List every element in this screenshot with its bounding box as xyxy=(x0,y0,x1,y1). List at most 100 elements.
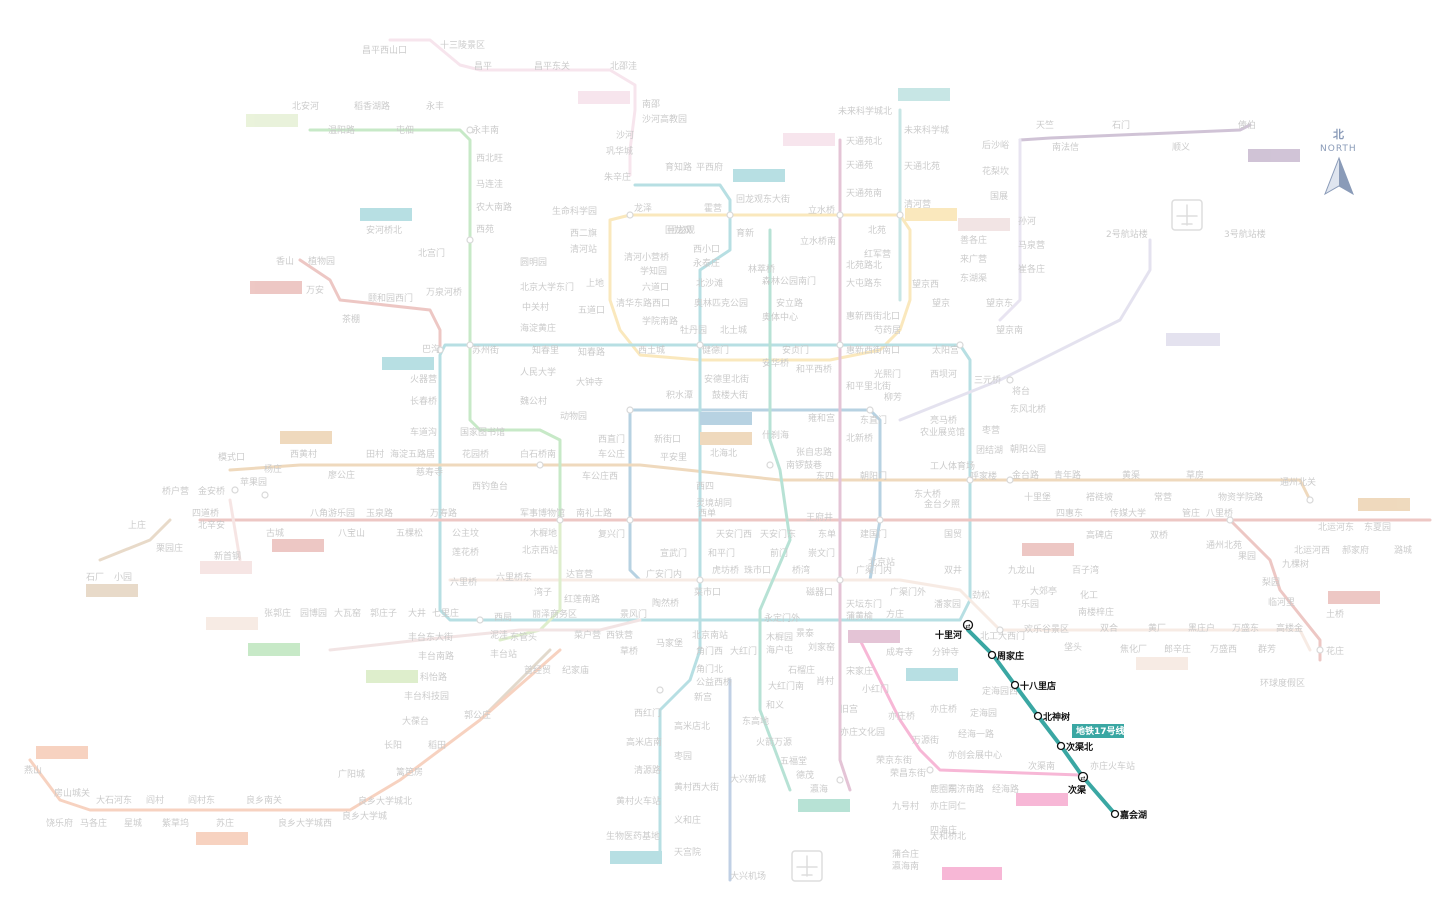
svg-text:首经贸: 首经贸 xyxy=(524,664,551,676)
station-label: 次渠北 xyxy=(1066,741,1093,753)
north-arrow-half-icon xyxy=(1339,158,1353,194)
svg-text:褡裢坡: 褡裢坡 xyxy=(1086,491,1113,503)
svg-text:四海庄: 四海庄 xyxy=(930,824,957,836)
svg-text:三元桥: 三元桥 xyxy=(974,374,1001,386)
svg-text:七里庄: 七里庄 xyxy=(432,607,459,619)
svg-text:丽泽商务区: 丽泽商务区 xyxy=(532,608,577,620)
svg-text:次渠南: 次渠南 xyxy=(1028,760,1055,772)
svg-text:良乡大学城北: 良乡大学城北 xyxy=(358,795,412,807)
svg-text:鼓楼大街: 鼓楼大街 xyxy=(712,389,748,401)
svg-text:科怡路: 科怡路 xyxy=(420,671,447,683)
active-line-17[interactable]: ⇄ 十里河 周家庄 十八里店 北神树 次渠北 ⇄ 次渠 嘉会湖 xyxy=(935,619,1148,822)
svg-text:育知路: 育知路 xyxy=(665,161,692,173)
svg-text:潘家园: 潘家园 xyxy=(934,598,961,610)
svg-text:望京: 望京 xyxy=(932,297,950,309)
svg-text:蒲合庄: 蒲合庄 xyxy=(892,848,919,860)
svg-text:北京南站: 北京南站 xyxy=(692,629,728,641)
svg-text:小园: 小园 xyxy=(114,572,132,583)
svg-text:车公庄西: 车公庄西 xyxy=(582,470,618,482)
svg-text:化工: 化工 xyxy=(1080,589,1098,601)
svg-text:大红门: 大红门 xyxy=(730,645,757,657)
svg-text:方庄: 方庄 xyxy=(886,608,904,620)
svg-text:欢乐谷景区: 欢乐谷景区 xyxy=(1024,623,1069,635)
station-beishenshu[interactable]: 北神树 xyxy=(1033,711,1071,723)
line-xijiao xyxy=(298,258,442,352)
svg-text:崔各庄: 崔各庄 xyxy=(1018,263,1045,275)
svg-text:平西府: 平西府 xyxy=(696,161,723,173)
station-jiahuihu[interactable]: 嘉会湖 xyxy=(1110,809,1148,821)
svg-text:北海北: 北海北 xyxy=(710,447,737,459)
svg-text:永定门外: 永定门外 xyxy=(764,612,800,624)
svg-text:五福堂: 五福堂 xyxy=(780,755,807,767)
line-fangshan xyxy=(348,648,562,812)
svg-text:农大南路: 农大南路 xyxy=(476,201,512,213)
svg-text:慈寿寺: 慈寿寺 xyxy=(416,466,443,478)
svg-text:广阳城: 广阳城 xyxy=(338,768,365,780)
svg-text:湾子: 湾子 xyxy=(534,586,552,598)
svg-text:惠新西街北口: 惠新西街北口 xyxy=(846,310,900,322)
svg-text:北工大西门: 北工大西门 xyxy=(980,630,1025,642)
svg-text:北运河东: 北运河东 xyxy=(1318,521,1354,533)
svg-text:宋家庄: 宋家庄 xyxy=(846,665,873,677)
svg-text:天安门西: 天安门西 xyxy=(716,528,752,540)
svg-text:东四: 东四 xyxy=(816,470,834,482)
station-zhoujiazhuang[interactable]: 周家庄 xyxy=(987,650,1025,662)
svg-text:张郭庄: 张郭庄 xyxy=(264,607,291,619)
svg-text:劲松: 劲松 xyxy=(972,589,990,601)
svg-text:西钓鱼台: 西钓鱼台 xyxy=(472,480,508,492)
svg-text:红军营: 红军营 xyxy=(864,248,891,260)
svg-text:天坛东门: 天坛东门 xyxy=(846,598,882,610)
svg-text:芍药居: 芍药居 xyxy=(874,324,901,336)
svg-text:国家图书馆: 国家图书馆 xyxy=(460,426,505,438)
svg-text:南法信: 南法信 xyxy=(1052,141,1079,153)
station-label: 次渠 xyxy=(1068,784,1087,796)
svg-text:西小口: 西小口 xyxy=(693,244,720,255)
svg-text:东高地: 东高地 xyxy=(742,715,769,727)
interchange-marker xyxy=(1077,771,1089,783)
svg-text:万盛西: 万盛西 xyxy=(1210,643,1237,655)
svg-text:金台夕照: 金台夕照 xyxy=(924,498,960,510)
svg-text:刘家窑: 刘家窑 xyxy=(808,641,835,653)
svg-text:和平西桥: 和平西桥 xyxy=(796,363,832,375)
svg-text:清华东路西口: 清华东路西口 xyxy=(616,297,670,309)
svg-text:草房: 草房 xyxy=(1186,469,1204,481)
svg-text:瀛海南: 瀛海南 xyxy=(892,860,919,872)
svg-text:角门西: 角门西 xyxy=(696,645,723,657)
station-shibalidian[interactable]: 十八里店 xyxy=(1010,680,1057,692)
svg-text:后沙峪: 后沙峪 xyxy=(982,140,1009,151)
active-line-tag[interactable]: 地铁17号线 xyxy=(1072,724,1125,738)
svg-text:枣园: 枣园 xyxy=(674,751,692,762)
svg-text:海淀黄庄: 海淀黄庄 xyxy=(520,322,556,334)
svg-text:呼家楼: 呼家楼 xyxy=(970,470,997,482)
svg-text:白石桥南: 白石桥南 xyxy=(520,448,556,460)
svg-text:陶然桥: 陶然桥 xyxy=(652,597,679,609)
svg-text:建国门: 建国门 xyxy=(860,528,887,540)
svg-text:草桥: 草桥 xyxy=(620,645,638,657)
svg-text:丰台科技园: 丰台科技园 xyxy=(404,690,449,702)
svg-text:达官营: 达官营 xyxy=(566,568,593,580)
svg-text:马连洼: 马连洼 xyxy=(476,178,503,190)
svg-text:郝家府: 郝家府 xyxy=(1342,544,1369,556)
svg-text:万泉河桥: 万泉河桥 xyxy=(426,286,462,298)
svg-text:西北旺: 西北旺 xyxy=(476,153,503,164)
station-ciqubei[interactable]: 次渠北 xyxy=(1056,741,1094,753)
svg-text:复兴门: 复兴门 xyxy=(598,528,625,540)
svg-text:旧宫: 旧宫 xyxy=(840,703,858,715)
station-ciqu[interactable]: ⇄ 次渠 xyxy=(1068,771,1089,797)
svg-text:亦庄火车站: 亦庄火车站 xyxy=(1090,760,1135,772)
faded-line-tags xyxy=(36,88,1410,880)
active-line-path xyxy=(966,623,1117,816)
svg-text:肖村: 肖村 xyxy=(816,675,834,687)
svg-text:亦庄桥: 亦庄桥 xyxy=(930,703,957,715)
station-shilihe[interactable]: ⇄ 十里河 xyxy=(935,619,974,642)
svg-text:新首钢: 新首钢 xyxy=(214,550,241,562)
svg-text:九龙山: 九龙山 xyxy=(1008,564,1035,576)
svg-text:鹿圈东: 鹿圈东 xyxy=(930,783,957,795)
svg-text:十里堡: 十里堡 xyxy=(1024,491,1051,503)
svg-text:广安门内: 广安门内 xyxy=(646,568,682,580)
svg-text:石门: 石门 xyxy=(1112,119,1130,131)
svg-text:园博园: 园博园 xyxy=(300,607,327,619)
svg-text:平乐园: 平乐园 xyxy=(1012,598,1039,610)
svg-text:石厂: 石厂 xyxy=(86,572,104,583)
